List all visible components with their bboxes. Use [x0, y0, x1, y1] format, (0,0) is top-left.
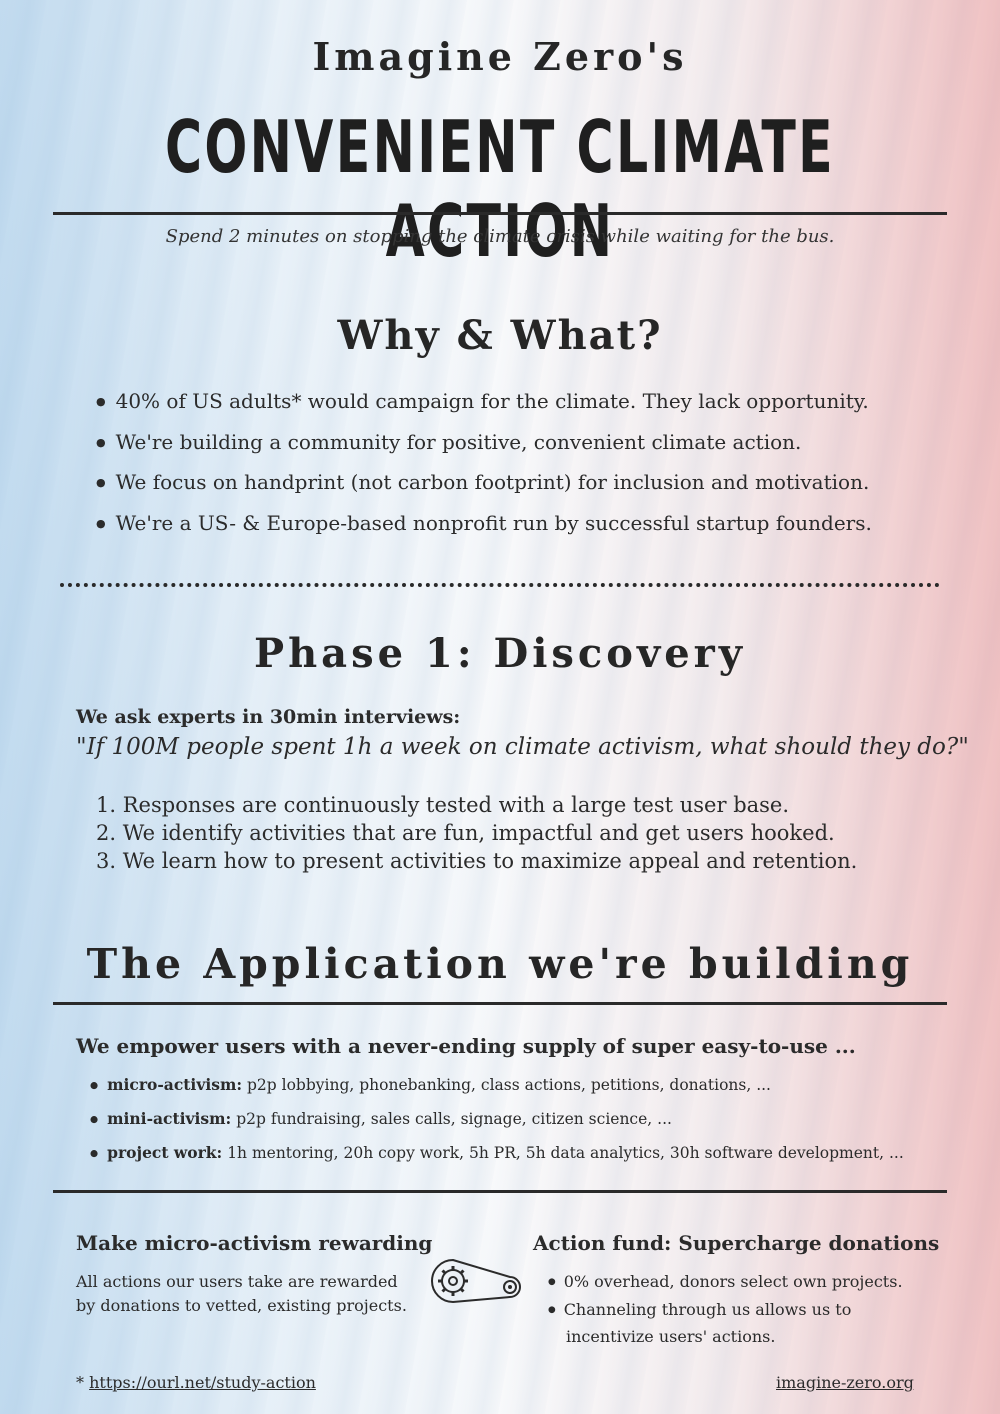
step-text: We learn how to present activities to ma…: [122, 849, 858, 873]
why-heading: Why & What?: [337, 312, 663, 359]
interview-heading: We ask experts in 30min interviews:: [76, 706, 461, 728]
footnote-marker: *: [76, 1373, 90, 1392]
activity-text: p2p lobbying, phonebanking, class action…: [247, 1076, 771, 1094]
step-text: We identify activities that are fun, imp…: [122, 821, 835, 845]
tagline: Spend 2 minutes on stopping the climate …: [165, 226, 835, 247]
website-link[interactable]: imagine-zero.org: [776, 1373, 914, 1392]
activities-list: micro-activism: p2p lobbying, phonebanki…: [90, 1069, 904, 1171]
right-column-list: 0% overhead, donors select own projects.…: [548, 1270, 908, 1349]
step-number: 1.: [96, 793, 117, 817]
application-heading: The Application we're building: [86, 940, 914, 988]
activity-label: project work:: [107, 1143, 223, 1162]
list-item: 1. Responses are continuously tested wit…: [96, 791, 857, 819]
dotted-divider: [60, 583, 940, 587]
page-title: CONVENIENT CLIMATE ACTION: [164, 105, 836, 273]
divider: [53, 1190, 947, 1193]
step-number: 3.: [96, 849, 117, 873]
list-item: 0% overhead, donors select own projects.: [548, 1270, 908, 1298]
interview-quote: "If 100M people spent 1h a week on clima…: [76, 734, 969, 760]
steps-list: 1. Responses are continuously tested wit…: [96, 791, 857, 875]
why-list: 40% of US adults* would campaign for the…: [96, 383, 872, 545]
list-item: We're building a community for positive,…: [96, 424, 872, 465]
list-item: 2. We identify activities that are fun, …: [96, 819, 857, 847]
list-item: Channeling through us allows us to incen…: [548, 1298, 908, 1349]
right-column-heading: Action fund: Supercharge donations: [533, 1231, 940, 1255]
list-item: 3. We learn how to present activities to…: [96, 847, 857, 875]
step-number: 2.: [96, 821, 117, 845]
list-item: We focus on handprint (not carbon footpr…: [96, 464, 872, 505]
activity-text: p2p fundraising, sales calls, signage, c…: [236, 1110, 672, 1128]
list-item: 40% of US adults* would campaign for the…: [96, 383, 872, 424]
activity-text: 1h mentoring, 20h copy work, 5h PR, 5h d…: [227, 1144, 904, 1162]
list-item: mini-activism: p2p fundraising, sales ca…: [90, 1103, 904, 1137]
footnote-link[interactable]: https://ourl.net/study-action: [89, 1373, 316, 1392]
footnote: * https://ourl.net/study-action: [76, 1373, 316, 1392]
supertitle: Imagine Zero's: [312, 34, 688, 79]
divider: [53, 212, 947, 215]
gear-chain-icon: [428, 1256, 524, 1306]
divider: [53, 1002, 947, 1005]
left-column-heading: Make micro-activism rewarding: [76, 1231, 433, 1255]
activity-label: mini-activism:: [107, 1109, 232, 1128]
step-text: Responses are continuously tested with a…: [122, 793, 790, 817]
activity-label: micro-activism:: [107, 1075, 243, 1094]
left-column-text: All actions our users take are rewarded …: [76, 1272, 407, 1315]
empower-heading: We empower users with a never-ending sup…: [76, 1034, 856, 1058]
phase1-heading: Phase 1: Discovery: [254, 630, 746, 677]
list-item: micro-activism: p2p lobbying, phonebanki…: [90, 1069, 904, 1103]
list-item: We're a US- & Europe-based nonprofit run…: [96, 505, 872, 546]
list-item: project work: 1h mentoring, 20h copy wor…: [90, 1137, 904, 1171]
